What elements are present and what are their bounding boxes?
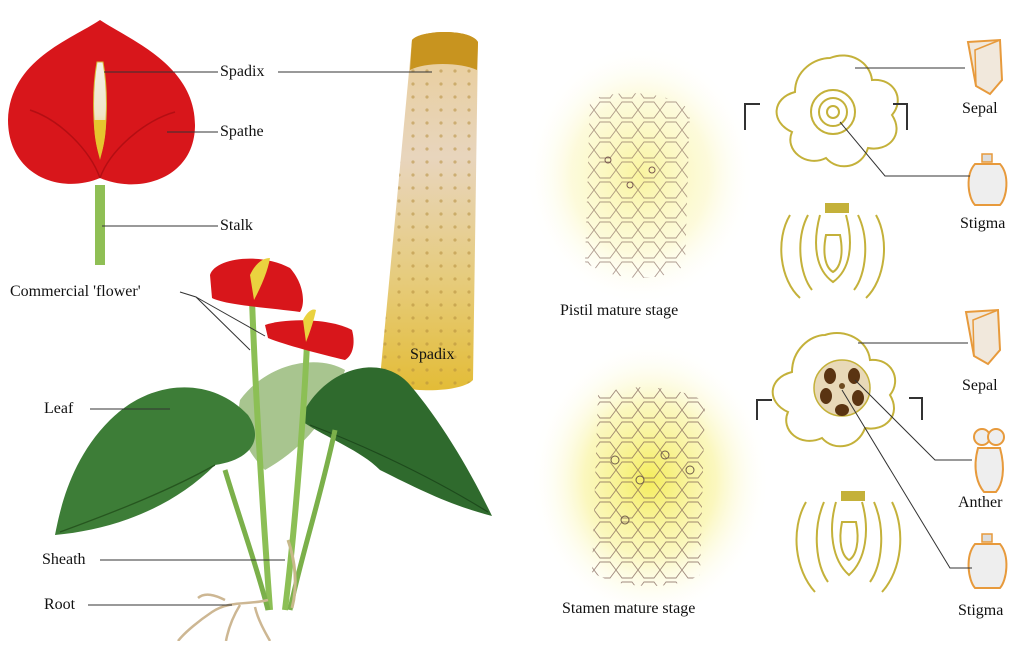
spadix-caption: Spadix (410, 346, 454, 364)
leaf-shape-main (55, 387, 255, 535)
leaf-label: Leaf (44, 400, 73, 418)
pistil-stigma-label: Stigma (960, 215, 1005, 233)
root-label: Root (44, 596, 75, 614)
anther-icon (974, 429, 1004, 492)
pistil-flower-section (781, 204, 884, 298)
stamen-caption: Stamen mature stage (562, 600, 695, 618)
spathe-flower-illustration (8, 20, 195, 265)
sepal-icon-2 (966, 310, 1000, 364)
stamen-sepal-label: Sepal (962, 377, 998, 395)
leaf-shape-right (300, 367, 492, 516)
spadix-label: Spadix (220, 63, 264, 81)
pistil-flower-topview (777, 55, 898, 166)
stalk-shape (95, 185, 105, 265)
pistil-sepal-label: Sepal (962, 100, 998, 118)
pistil-micrograph (525, 45, 755, 305)
spadix-closeup (380, 32, 478, 390)
sheath-label: Sheath (42, 551, 86, 569)
sepal-icon (968, 40, 1002, 94)
spathe-label: Spathe (220, 123, 264, 141)
stamen-anther-label: Anther (958, 494, 1002, 512)
stamen-flower-section (796, 492, 900, 592)
stalk-label: Stalk (220, 217, 253, 235)
commercial-flower-label: Commercial 'flower' (10, 283, 141, 301)
stamen-micrograph (530, 340, 770, 620)
stamen-stigma-label: Stigma (958, 602, 1003, 620)
stigma-icon (969, 154, 1007, 205)
stigma-icon-2 (969, 534, 1007, 588)
pistil-caption: Pistil mature stage (560, 302, 678, 320)
stamen-flower-topview (773, 333, 895, 446)
root-shape (178, 595, 270, 641)
pistil-brackets (745, 104, 907, 130)
